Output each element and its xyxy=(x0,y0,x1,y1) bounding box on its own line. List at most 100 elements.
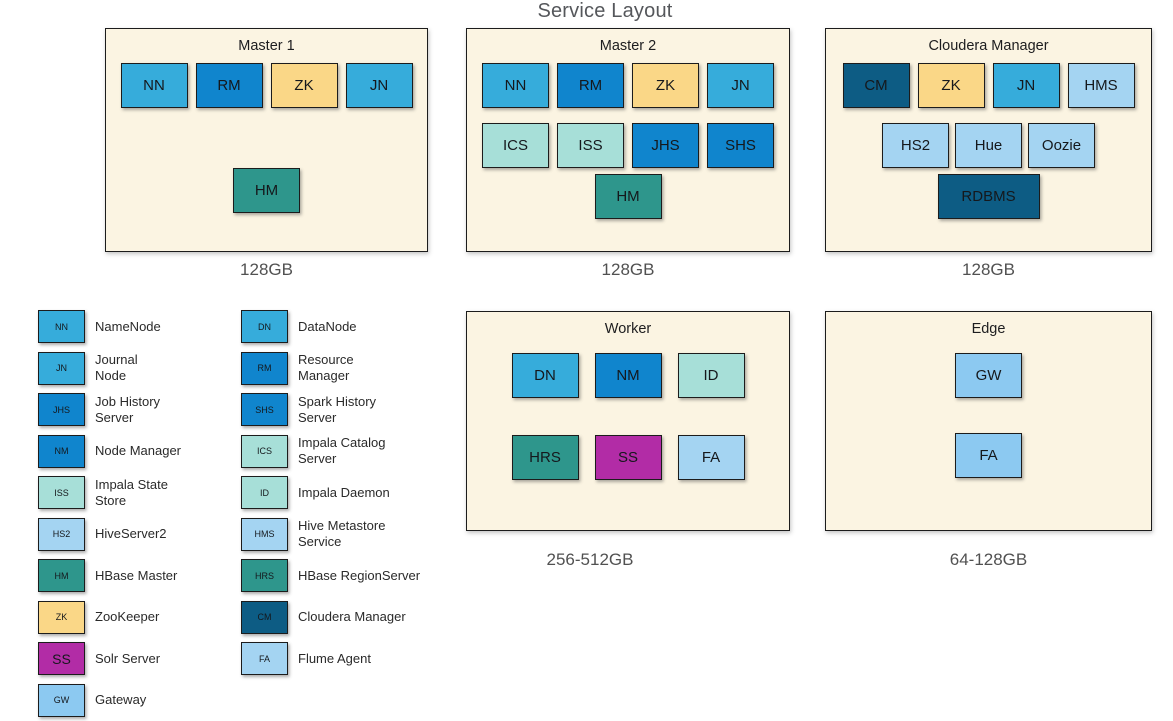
memory-label-master-1: 128GB xyxy=(240,260,293,279)
tile-jhs: JHS xyxy=(632,123,699,168)
legend-label-nm: Node Manager xyxy=(95,443,181,458)
tile-rm: RM xyxy=(195,63,263,108)
legend-label-gw: Gateway xyxy=(95,692,147,707)
tile-gw: GW xyxy=(955,353,1022,398)
legend-item-ss: SS Solr Server xyxy=(38,642,235,675)
legend-item-nm: NM Node Manager xyxy=(38,434,235,468)
legend-swatch-nn: NN xyxy=(38,310,85,343)
tile-zk: ZK xyxy=(917,63,985,108)
legend-item-id: ID Impala Daemon xyxy=(241,476,438,509)
box-title-master-1: Master 1 xyxy=(238,38,295,54)
box-title-worker: Worker xyxy=(604,321,652,337)
legend-item-fa: FA Flume Agent xyxy=(241,642,438,675)
legend-label-id: Impala Daemon xyxy=(298,484,390,500)
legend-item-nn: NN NameNode xyxy=(38,310,235,343)
legend-swatch-hs2: HS2 xyxy=(38,517,85,551)
box-title-cloudera-manager: Cloudera Manager xyxy=(928,38,1049,54)
tile-hm: HM xyxy=(594,174,662,219)
legend-swatch-cm: CM xyxy=(241,600,288,634)
legend-swatch-gw: GW xyxy=(38,683,85,717)
tile-hm: HM xyxy=(233,168,300,213)
legend-swatch-id: ID xyxy=(241,476,288,509)
legend-item-hms: HMS Hive Metastore Service xyxy=(241,517,438,551)
legend-item-gw: GW Gateway xyxy=(38,683,235,717)
memory-label-edge: 64-128GB xyxy=(949,550,1028,569)
legend-label-hm: HBase Master xyxy=(95,567,178,583)
tile-ics: ICS xyxy=(482,123,549,168)
legend-label-hs2: HiveServer2 xyxy=(95,526,167,541)
tile-hue: Hue xyxy=(955,123,1022,168)
legend-label-nn: NameNode xyxy=(95,318,161,334)
legend-label-hms: Hive Metastore Service xyxy=(298,518,386,549)
memory-label-worker: 256-512GB xyxy=(546,550,634,569)
legend-swatch-ss: SS xyxy=(38,642,85,675)
diagram-title: Service Layout xyxy=(537,0,673,22)
memory-label-master-2: 128GB xyxy=(601,260,655,279)
memory-label-cloudera-manager: 128GB xyxy=(962,260,1015,279)
tile-hrs: HRS xyxy=(511,435,579,480)
legend-item-hm: HM HBase Master xyxy=(38,559,235,592)
tile-zk: ZK xyxy=(632,63,699,108)
legend-label-ss: Solr Server xyxy=(95,650,161,666)
legend-label-cm: Cloudera Manager xyxy=(298,609,406,624)
node-box-edge: Edge GW FA xyxy=(825,311,1152,531)
legend-swatch-fa: FA xyxy=(241,642,288,675)
legend-label-jn: Journal Node xyxy=(95,352,138,383)
legend-label-ics: Impala Catalog Server xyxy=(298,435,386,466)
legend-label-fa: Flume Agent xyxy=(298,650,371,666)
legend-item-ics: ICS Impala Catalog Server xyxy=(241,434,438,468)
tile-jn: JN xyxy=(707,63,774,108)
tile-cm: CM xyxy=(842,63,910,108)
tile-hs2: HS2 xyxy=(882,123,949,168)
legend-swatch-nm: NM xyxy=(38,434,85,468)
tile-shs: SHS xyxy=(707,123,774,168)
legend-item-hs2: HS2 HiveServer2 xyxy=(38,517,235,551)
legend-label-zk: ZooKeeper xyxy=(95,609,160,624)
legend-swatch-hms: HMS xyxy=(241,517,288,551)
tile-jn: JN xyxy=(992,63,1060,108)
legend-label-dn: DataNode xyxy=(298,318,357,334)
tile-id: ID xyxy=(677,353,745,398)
tile-row: FA xyxy=(826,433,1151,478)
legend-swatch-hm: HM xyxy=(38,559,85,592)
tile-hms: HMS xyxy=(1067,63,1135,108)
legend-swatch-iss: ISS xyxy=(38,476,85,509)
box-title-master-2: Master 2 xyxy=(599,38,657,54)
tile-row: DN NM ID xyxy=(467,353,789,398)
legend-swatch-rm: RM xyxy=(241,351,288,385)
tile-nn: NN xyxy=(120,63,188,108)
legend-swatch-jhs: JHS xyxy=(38,393,85,426)
tile-nm: NM xyxy=(594,353,662,398)
legend-item-cm: CM Cloudera Manager xyxy=(241,600,438,634)
tile-ss: SS xyxy=(594,435,662,480)
legend-label-rm: Resource Manager xyxy=(298,352,354,383)
legend-swatch-hrs: HRS xyxy=(241,559,288,592)
legend-swatch-ics: ICS xyxy=(241,434,288,468)
tile-dn: DN xyxy=(511,353,579,398)
tile-row: HM xyxy=(106,168,427,213)
legend-swatch-dn: DN xyxy=(241,310,288,343)
tile-jn: JN xyxy=(345,63,413,108)
legend-item-dn: DN DataNode xyxy=(241,310,438,343)
legend-item-rm: RM Resource Manager xyxy=(241,351,438,385)
tile-oozie: Oozie xyxy=(1028,123,1095,168)
tile-nn: NN xyxy=(482,63,549,108)
tile-rm: RM xyxy=(557,63,624,108)
tile-rdbms: RDBMS xyxy=(937,174,1040,219)
tile-fa: FA xyxy=(955,433,1022,478)
tile-row: RDBMS xyxy=(826,174,1151,219)
legend-label-shs: Spark History Server xyxy=(298,393,377,425)
tile-zk: ZK xyxy=(270,63,338,108)
